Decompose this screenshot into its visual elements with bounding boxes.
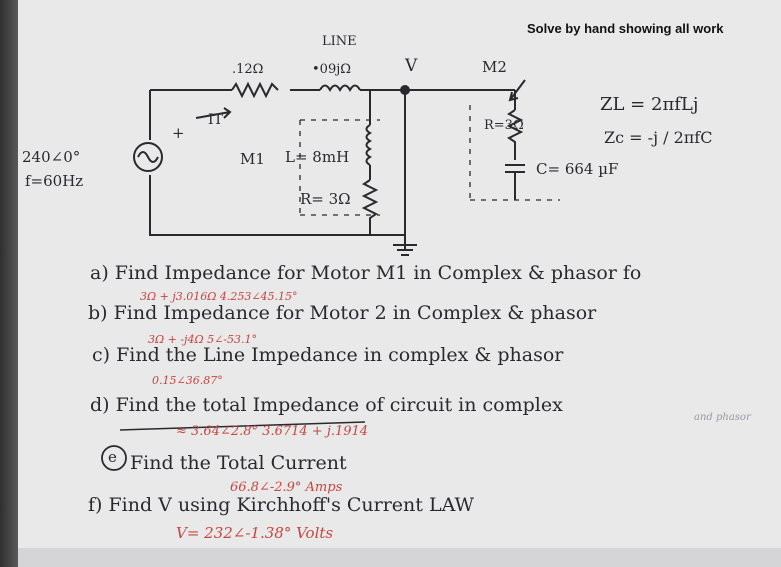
source-voltage-label: 240∠0° (22, 148, 81, 166)
motor1-box (299, 119, 380, 216)
source-plus-label: + (172, 124, 185, 142)
source-sine (137, 151, 159, 163)
answer-a: 3Ω + j3.016Ω 4.253∠45.15° (140, 290, 298, 303)
question-d: d) Find the total Impedance of circuit i… (90, 394, 563, 416)
question-d-extra: and phasor (694, 412, 751, 423)
left-wire (149, 90, 405, 236)
line-reactance-label: •09jΩ (312, 62, 352, 77)
formula-zl: ZL = 2πfLj (600, 94, 699, 115)
answer-b: 3Ω + -j4Ω 5∠-53.1° (148, 333, 257, 346)
voltage-source (133, 142, 163, 172)
question-c: c) Find the Line Impedance in complex & … (92, 344, 564, 366)
motor2-arrow (508, 79, 526, 102)
line-resistance-label: .12Ω (232, 62, 264, 77)
ground-symbol (393, 244, 417, 256)
paper-bottom-edge (0, 548, 781, 567)
question-b: b) Find Impedance for Motor 2 in Complex… (88, 302, 597, 324)
motor2-capacitance-label: C= 664 µF (536, 160, 619, 178)
motor2-label: M2 (482, 58, 507, 76)
motor1-label: M1 (240, 150, 265, 168)
motor1-resistance-label: R= 3Ω (300, 190, 351, 208)
paper-left-shadow (0, 0, 18, 567)
node-voltage-label: V (405, 56, 418, 76)
circle-e (101, 445, 127, 471)
motor2-cap (505, 164, 525, 173)
line-inductor (319, 84, 361, 93)
motor1-resistor (361, 179, 379, 235)
answer-c: 0.15∠36.87° (152, 374, 223, 387)
motor1-coil (365, 124, 373, 166)
formula-zc: Zc = -j / 2πfC (604, 128, 713, 147)
question-e-marker: e (108, 448, 117, 466)
line-label: LINE (322, 34, 357, 49)
divider-line (119, 421, 366, 431)
line-resistor (231, 81, 279, 99)
motor2-box (469, 105, 560, 201)
source-frequency-label: f=60Hz (25, 172, 84, 190)
question-f: f) Find V using Kirchhoff's Current LAW (88, 494, 475, 516)
answer-d: ≈ 3.64∠2.8° 3.6714 + j.1914 (176, 424, 369, 439)
answer-e: 66.8∠-2.9° Amps (230, 480, 343, 495)
worksheet-header: Solve by hand showing all work (527, 21, 724, 36)
question-e: Find the Total Current (130, 452, 347, 474)
question-a: a) Find Impedance for Motor M1 in Comple… (90, 262, 642, 284)
motor2-resistance-label: R=3Ω (484, 118, 524, 133)
current-arrow (195, 107, 232, 119)
node-dot (400, 85, 410, 95)
current-label: IT (208, 112, 223, 128)
motor1-inductance-label: L= 8mH (285, 148, 350, 166)
answer-f: V= 232∠-1.38° Volts (176, 524, 334, 542)
motor2-resistor (506, 109, 524, 160)
